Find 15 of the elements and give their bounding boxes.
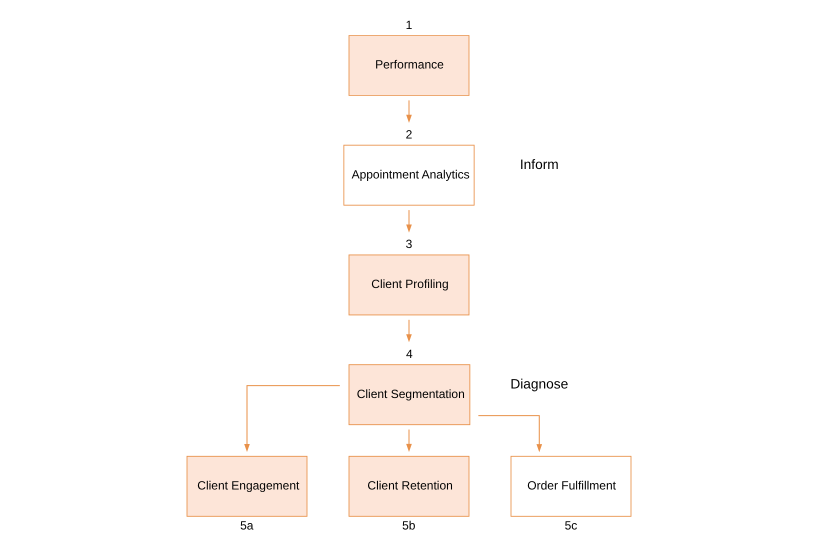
arrow xyxy=(406,210,412,233)
arrow xyxy=(406,430,412,452)
node-label: 3 xyxy=(405,237,412,252)
label: Diagnose xyxy=(510,376,568,392)
node-label: 4 xyxy=(406,346,412,361)
label: Inform xyxy=(519,157,558,172)
node-label: 5c xyxy=(564,518,577,532)
arrow xyxy=(244,385,340,452)
arrow xyxy=(406,320,412,342)
arrow xyxy=(406,100,412,123)
node-label: 5b xyxy=(402,518,415,532)
arrow xyxy=(478,415,542,452)
node-label: 1 xyxy=(405,18,412,32)
node-label: 5a xyxy=(240,518,253,532)
node-label: 2 xyxy=(405,128,412,142)
